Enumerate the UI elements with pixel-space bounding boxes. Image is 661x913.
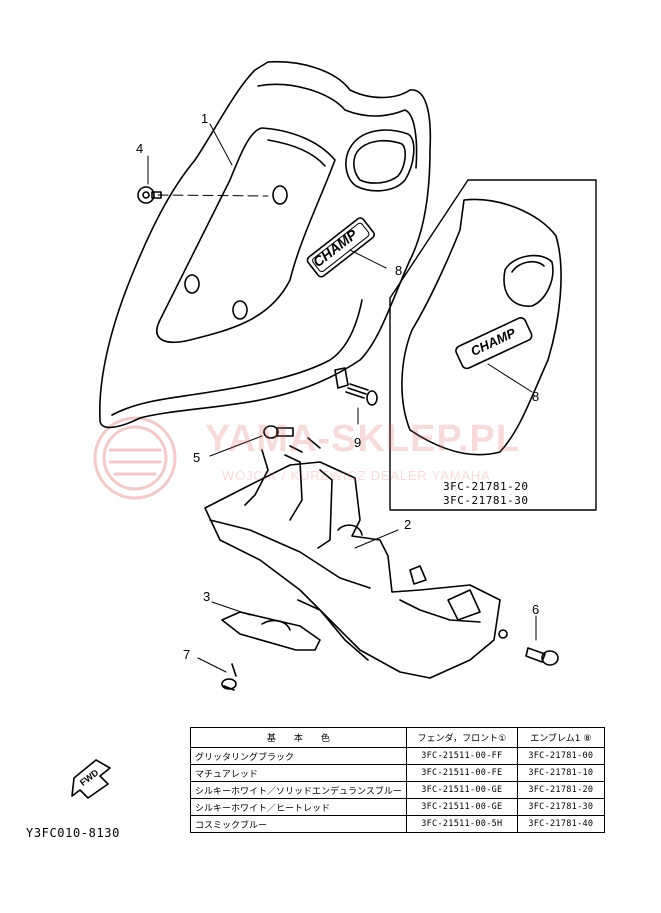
table-header-emblem: エンブレム1 ⑧	[516, 727, 605, 748]
screw-9	[345, 383, 378, 406]
callout-3: 3	[203, 589, 211, 604]
inset-part-number-1: 3FC-21781-20	[443, 480, 529, 493]
table-cell-fender: 3FC-21511-00-GE	[405, 798, 518, 816]
emblem-champ	[306, 217, 375, 278]
callout-4: 4	[136, 141, 144, 156]
plate-3	[221, 611, 321, 651]
table-cell-fender: 3FC-21511-00-GE	[405, 781, 518, 799]
callout-1: 1	[201, 111, 209, 126]
watermark-logo	[93, 416, 177, 500]
inset-headlight	[503, 254, 554, 307]
headlight-recess	[345, 129, 415, 192]
callout-9: 9	[354, 435, 362, 450]
fwd-arrow-icon	[71, 759, 111, 799]
bolt-5	[263, 425, 294, 439]
inner-cover	[204, 437, 501, 679]
table-row: コスミックブルー 3FC-21511-00-5H 3FC-21781-40	[190, 815, 605, 833]
table-cell-emblem: 3FC-21781-30	[516, 798, 605, 816]
table-cell-color: グリッタリングブラック	[190, 747, 407, 765]
callout-2: 2	[404, 517, 412, 532]
table-cell-color: マチュアレッド	[190, 764, 407, 782]
callout-7: 7	[183, 647, 191, 662]
table-header-row: 基 本 色 フェンダ，フロント① エンブレム1 ⑧	[190, 727, 605, 748]
callout-8-inset: 8	[532, 389, 540, 404]
front-fender	[98, 60, 432, 429]
table-cell-emblem: 3FC-21781-00	[516, 747, 605, 765]
table-row: マチュアレッド 3FC-21511-00-FE 3FC-21781-10	[190, 764, 605, 782]
bolt-6	[498, 629, 559, 666]
inset-part-number-2: 3FC-21781-30	[443, 494, 529, 507]
callout-8: 8	[395, 263, 403, 278]
table-cell-fender: 3FC-21511-00-5H	[405, 815, 518, 833]
inset-variant	[389, 179, 597, 511]
table-cell-color: シルキーホワイト／ソリッドエンデュランスブルー	[190, 781, 407, 799]
table-cell-emblem: 3FC-21781-20	[516, 781, 605, 799]
table-cell-fender: 3FC-21511-00-FF	[405, 747, 518, 765]
table-cell-emblem: 3FC-21781-10	[516, 764, 605, 782]
fwd-label: FWD	[78, 767, 101, 788]
table-cell-color: シルキーホワイト／ヒートレッド	[190, 798, 407, 816]
table-header-color: 基 本 色	[190, 727, 407, 748]
table-row: グリッタリングブラック 3FC-21511-00-FF 3FC-21781-00	[190, 747, 605, 765]
table-header-fender: フェンダ，フロント①	[405, 727, 518, 748]
table-cell-emblem: 3FC-21781-40	[516, 815, 605, 833]
callout-6: 6	[532, 602, 540, 617]
color-table: 基 本 色 フェンダ，フロント① エンブレム1 ⑧ グリッタリングブラック 3F…	[190, 727, 605, 833]
callout-5: 5	[193, 450, 201, 465]
table-row: シルキーホワイト／ソリッドエンデュランスブルー 3FC-21511-00-GE …	[190, 781, 605, 799]
table-row: シルキーホワイト／ヒートレッド 3FC-21511-00-GE 3FC-2178…	[190, 798, 605, 816]
screw-7	[221, 663, 237, 691]
diagram-code: Y3FC010-8130	[26, 826, 120, 840]
table-cell-fender: 3FC-21511-00-FE	[405, 764, 518, 782]
center-panel	[156, 127, 336, 343]
screw-4	[137, 186, 162, 204]
table-cell-color: コスミックブルー	[190, 815, 407, 833]
leader-lines	[147, 123, 537, 673]
